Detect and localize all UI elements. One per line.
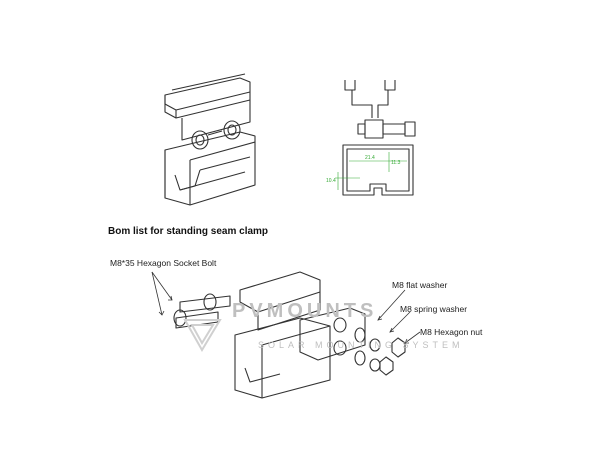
bom-heading: Bom list for standing seam clamp xyxy=(108,226,269,237)
label-hex-socket-bolt: M8*35 Hexagon Socket Bolt xyxy=(110,258,217,268)
label-flat-washer: M8 flat washer xyxy=(392,280,448,290)
dimension-height: 11.3 xyxy=(391,160,401,166)
watermark-logo-icon xyxy=(183,319,222,352)
exploded-view-drawing xyxy=(173,271,406,399)
label-spring-washer: M8 spring washer xyxy=(400,304,468,314)
dimension-width: 21.4 xyxy=(365,155,375,161)
label-hexagon-nut: M8 Hexagon nut xyxy=(420,327,483,337)
leader-arrows xyxy=(151,271,421,344)
dimension-slot: 10.4 xyxy=(326,178,336,184)
watermark-tagline: SOLAR MOUNTING SYSTEM xyxy=(258,340,464,350)
watermark-brand: PVMOUNTS xyxy=(232,300,378,322)
dimension-lines xyxy=(335,152,407,190)
clamp-cross-section xyxy=(342,80,416,196)
assembled-clamp-drawing xyxy=(164,73,256,206)
